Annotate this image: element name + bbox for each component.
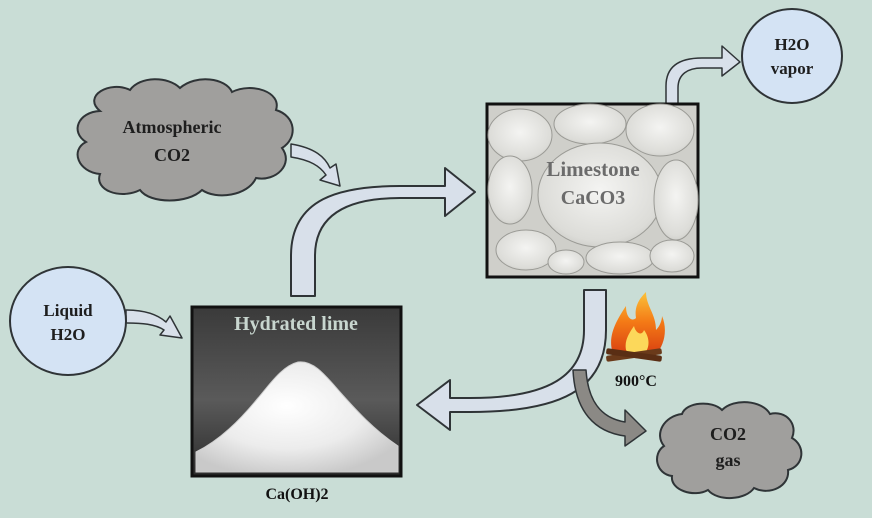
hydrated-lime-formula: Ca(OH)2: [265, 486, 328, 503]
hydrated-lime-photo: Hydrated lime: [190, 305, 403, 478]
co2-gas-formula: CO2: [710, 424, 746, 444]
hydrated-lime-title: Hydrated lime: [234, 313, 358, 335]
h2o-vapor-bubble: H2O vapor: [741, 8, 843, 104]
h2o-vapor-label: vapor: [771, 59, 814, 78]
limestone-label: Limestone: [546, 157, 639, 181]
liquid-h2o-bubble: Liquid H2O: [9, 266, 127, 376]
liquid-h2o-formula: H2O: [51, 325, 86, 344]
h2o-vapor-formula: H2O: [775, 35, 810, 54]
atmospheric-co2-label: Atmospheric: [123, 117, 222, 137]
powder-pile-image: [195, 361, 399, 473]
water-input-arrow: [125, 309, 183, 339]
co2-gas-cloud: CO2 gas: [656, 401, 803, 499]
fire-icon: [606, 292, 665, 362]
limestone-formula: CaCO3: [561, 187, 625, 209]
atmospheric-co2-cloud: Atmospheric CO2: [76, 78, 294, 202]
limestone-rocks-image: [487, 103, 699, 275]
limestone-photo: Limestone CaCO3: [485, 102, 700, 279]
co2-release-arrow: [572, 369, 647, 447]
atmospheric-co2-formula: CO2: [154, 145, 190, 165]
carbonation-arrow: [290, 167, 476, 297]
calcination-arrow: [416, 289, 607, 431]
co2-absorb-arrow: [290, 143, 341, 187]
vapor-arrow: [665, 45, 741, 105]
liquid-h2o-label: Liquid: [43, 301, 93, 320]
temperature-label: 900°C: [615, 373, 657, 390]
co2-gas-label: gas: [715, 450, 740, 470]
